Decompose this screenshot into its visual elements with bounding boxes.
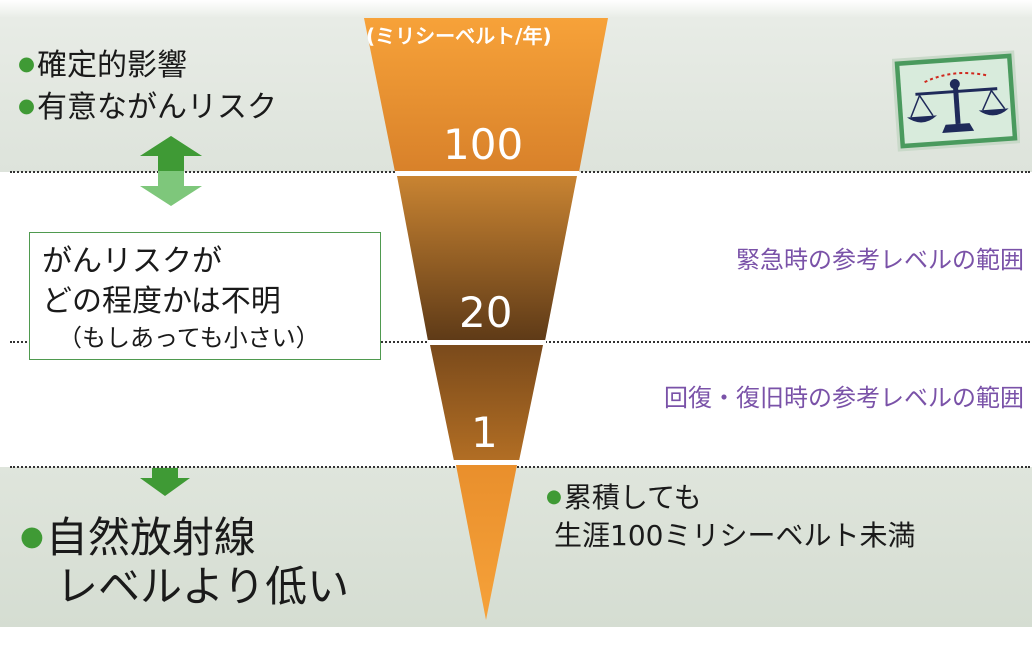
significant-cancer-risk-item: 有意ながんリスク [18, 86, 277, 128]
balance-scale-icon [892, 50, 1020, 152]
boundary-1-line [10, 466, 1030, 468]
below-natural-line-2: レベルより低い [56, 562, 350, 611]
uncertain-risk-line-2: どの程度かは不明 [42, 284, 281, 319]
cumulative-line-2: 生涯100ミリシーベルト未満 [554, 519, 916, 552]
emergency-range-label: 緊急時の参考レベルの範囲 [736, 246, 1024, 274]
uncertain-risk-note: （もしあっても小さい） [58, 324, 320, 352]
cone-segment-above-100 [364, 18, 608, 172]
uncertain-risk-line-1: がんリスクが [42, 244, 222, 279]
tick-label-1: 1 [471, 408, 498, 457]
down-arrow-icon [140, 468, 190, 496]
tick-label-20: 20 [459, 288, 513, 337]
uncertain-risk-box [29, 232, 381, 360]
cone-segment-1-20 [430, 345, 543, 461]
deterministic-effects-item: 確定的影響 [18, 44, 187, 86]
cone-segment-below-1 [456, 465, 517, 620]
below-natural-line-1: 自然放射線 [20, 512, 256, 563]
unit-label: (ミリシーベルト/年) [366, 24, 552, 48]
cumulative-line-1: 累積しても [546, 476, 702, 516]
recovery-range-label: 回復・復旧時の参考レベルの範囲 [664, 384, 1024, 412]
tick-label-100: 100 [443, 120, 524, 169]
double-arrow-icon [140, 136, 202, 206]
cone-segment-20-100 [397, 176, 577, 341]
